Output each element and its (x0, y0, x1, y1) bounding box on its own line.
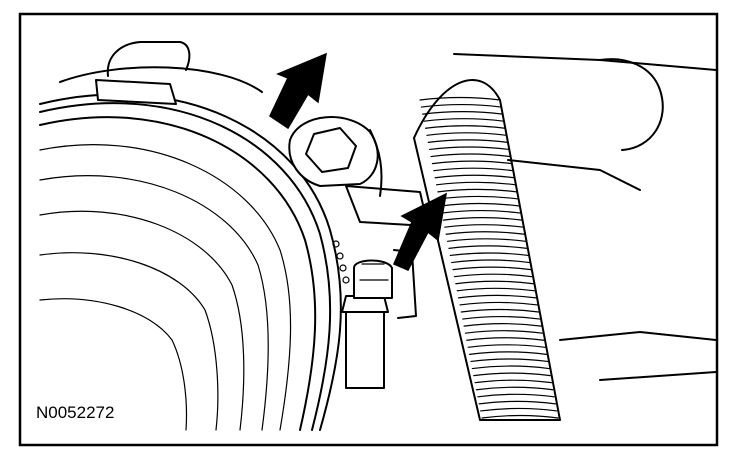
pulley-tab (95, 79, 177, 105)
belt-rib (433, 167, 514, 172)
belt-rib (435, 181, 517, 186)
housing-bump (106, 41, 191, 77)
belt-rib (456, 287, 536, 292)
callout-arrow-upper (269, 52, 327, 130)
belt-rib (445, 231, 526, 235)
belt-rib (438, 195, 519, 200)
drawing-content: N0052272 (36, 41, 716, 431)
belt-rib (424, 125, 506, 129)
belt-rib (423, 118, 505, 122)
housing-edge (59, 66, 263, 93)
belt-rib (434, 174, 515, 179)
belt-rib (477, 393, 555, 398)
tensioner-edge (507, 159, 641, 191)
figure-number: N0052272 (36, 403, 114, 422)
belt-rib (473, 372, 551, 377)
callout-arrow-lower (393, 192, 447, 271)
belt-rib (481, 414, 559, 419)
belt-rib (419, 96, 501, 101)
pulley-rim-2 (39, 102, 332, 431)
belt-rib (469, 351, 547, 355)
pulley-groove-5 (39, 298, 188, 431)
drive-belt (413, 79, 561, 421)
belt-rib (462, 315, 541, 320)
pulley-groove-1 (39, 144, 292, 431)
locating-pin (341, 249, 417, 389)
belt-rib (459, 301, 538, 306)
belt-rib (441, 209, 522, 214)
belt-rib (453, 273, 533, 278)
timing-marks (332, 240, 350, 284)
belt-rib (470, 358, 549, 363)
belt-rib (422, 111, 504, 115)
pulley-groove-4 (39, 252, 219, 431)
belt-rib (480, 407, 558, 412)
pin-flats (359, 263, 389, 281)
belt-rib (442, 217, 523, 221)
belt-rib (430, 153, 511, 158)
pulley-rim-3 (39, 116, 317, 431)
belt-rib (457, 294, 537, 299)
lower-housing-edge-2 (599, 371, 716, 381)
bracket-edge (369, 129, 383, 197)
pulley-groove-3 (39, 210, 245, 431)
belt-rib (452, 266, 532, 271)
belt-rib (464, 330, 544, 334)
belt-rib (437, 188, 518, 193)
belt-rib (471, 365, 550, 370)
belt-rib (448, 245, 528, 249)
belt-rib (467, 344, 546, 348)
belt-rib (426, 132, 508, 136)
belt-rib (451, 259, 531, 264)
pulley-assembly (39, 79, 350, 431)
pin-body (345, 299, 385, 389)
belt-rib (455, 280, 535, 285)
hex-socket-icon (305, 127, 357, 173)
belt-rib (431, 160, 513, 165)
pulley-groove-2 (39, 175, 269, 431)
hex-bolt (288, 116, 379, 187)
belt-rib (466, 337, 545, 341)
tensioner-arm (599, 58, 664, 151)
belt-rib (478, 400, 557, 405)
belt-rib (429, 146, 510, 151)
belt-rib (449, 252, 529, 257)
belt-rib (440, 202, 520, 207)
belt-rib (463, 323, 542, 327)
belt-rib (427, 139, 509, 143)
belt-rib (446, 238, 527, 242)
pin-head (353, 259, 393, 299)
belt-rib (460, 308, 540, 313)
belt-rib (474, 379, 553, 384)
arrow-icon (269, 52, 327, 130)
belt-ribs (419, 96, 559, 419)
belt-rib (444, 224, 524, 228)
belt-rib (475, 386, 554, 391)
lower-housing-edge (559, 331, 716, 341)
arrow-icon (393, 192, 447, 271)
belt-rib (420, 103, 502, 108)
